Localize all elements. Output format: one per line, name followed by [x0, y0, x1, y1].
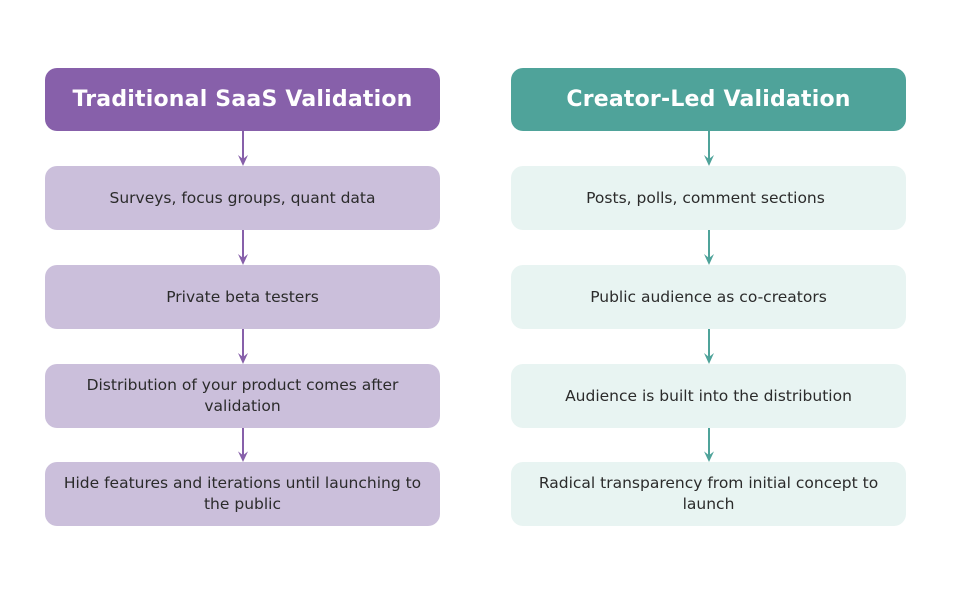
creator-step-2: Public audience as co-creators	[511, 265, 906, 329]
down-arrow-icon	[702, 230, 716, 265]
down-arrow-icon	[236, 131, 250, 166]
traditional-step-2: Private beta testers	[45, 265, 440, 329]
traditional-step-4: Hide features and iterations until launc…	[45, 462, 440, 526]
traditional-saas-header: Traditional SaaS Validation	[45, 68, 440, 131]
traditional-step-3: Distribution of your product comes after…	[45, 364, 440, 428]
down-arrow-icon	[702, 329, 716, 364]
down-arrow-icon	[236, 428, 250, 462]
down-arrow-icon	[236, 230, 250, 265]
creator-led-header: Creator-Led Validation	[511, 68, 906, 131]
traditional-saas-column: Traditional SaaS Validation Surveys, foc…	[45, 0, 440, 600]
creator-step-4: Radical transparency from initial concep…	[511, 462, 906, 526]
creator-step-3: Audience is built into the distribution	[511, 364, 906, 428]
creator-step-1: Posts, polls, comment sections	[511, 166, 906, 230]
down-arrow-icon	[702, 131, 716, 166]
traditional-step-1: Surveys, focus groups, quant data	[45, 166, 440, 230]
down-arrow-icon	[236, 329, 250, 364]
creator-led-column: Creator-Led Validation Posts, polls, com…	[511, 0, 906, 600]
down-arrow-icon	[702, 428, 716, 462]
